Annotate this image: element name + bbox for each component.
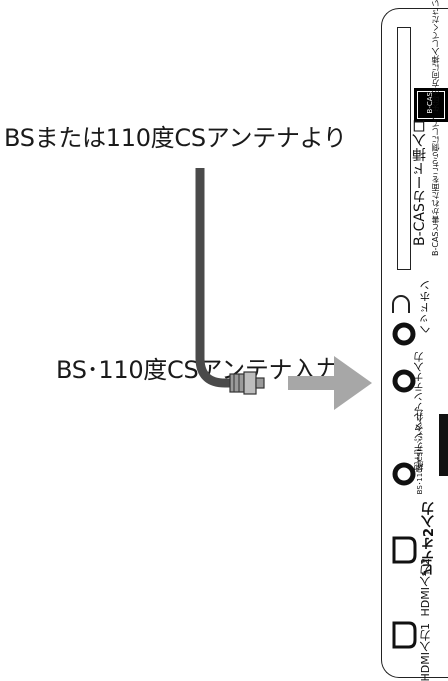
hdmi1-label: HDMI入力1 <box>419 623 432 681</box>
terrestrial-jack <box>392 322 416 346</box>
antenna-cable <box>195 168 232 388</box>
hdmi2-port-icon <box>392 536 417 564</box>
bcas-instructions: B-CASと書かれた面をこちら側にして、矢印の方向に挿入してください。 <box>431 0 440 256</box>
tv-side-panel <box>381 8 448 678</box>
hdmi1-port-icon <box>392 621 417 649</box>
headphone-icon <box>392 295 410 313</box>
video2-jack <box>392 462 416 486</box>
f-connector <box>229 371 265 395</box>
bs-cs-input-label: BS･110度CSアンテナ入力 <box>416 410 424 495</box>
bcas-slot-frame <box>397 27 411 270</box>
bs-cs-jack <box>392 369 416 393</box>
headphone-label: ヘッドホン <box>419 280 432 335</box>
bcas-card-icon <box>414 88 448 122</box>
bs-cs-highlight-badge <box>439 414 448 476</box>
hdmi2-label: HDMI入力2 <box>419 558 432 617</box>
connection-arrow <box>288 356 372 410</box>
source-caption: BSまたは110度CSアンテナより <box>4 124 347 152</box>
bcas-slot-title: B-CASカード挿入口 <box>412 119 428 246</box>
